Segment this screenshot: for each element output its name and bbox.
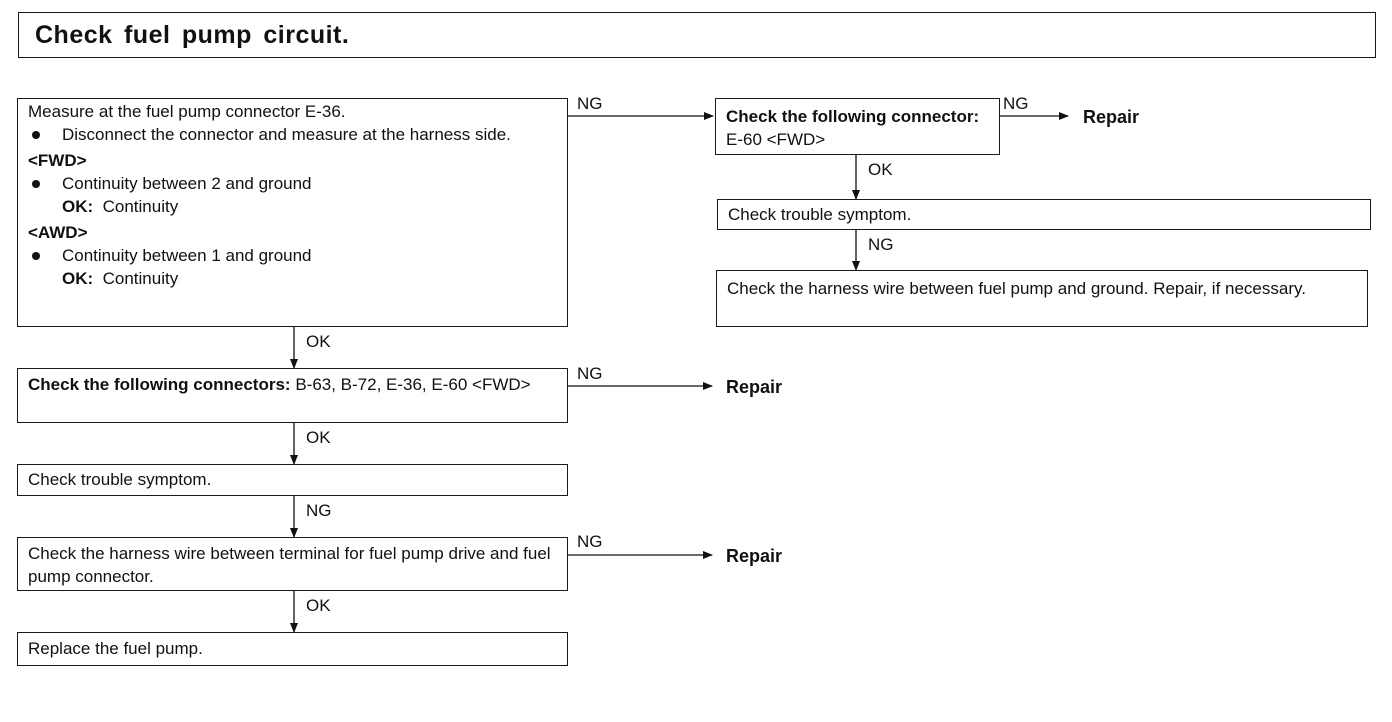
connector-box-right: Check the following connector: E-60 <FWD… xyxy=(715,98,1000,155)
page-title: Check fuel pump circuit. xyxy=(18,12,1376,58)
connectors-box: Check the following connectors: B-63, B-… xyxy=(17,368,568,423)
harness-box-left: Check the harness wire between terminal … xyxy=(17,537,568,591)
fwd-bullet: Continuity between 2 and ground xyxy=(28,172,557,195)
fwd-header: <FWD> xyxy=(28,151,87,170)
ok-label-measure: OK xyxy=(306,332,331,351)
symptom-text-right: Check trouble symptom. xyxy=(728,205,912,224)
ng-label-harness-left: NG xyxy=(577,532,603,551)
symptom-box-left: Check trouble symptom. xyxy=(17,464,568,496)
harness-text-left: Check the harness wire between terminal … xyxy=(28,544,551,586)
ok-label-connectors: OK xyxy=(306,428,331,447)
ng-label-symptom-left: NG xyxy=(306,501,332,520)
ng-label-connectors: NG xyxy=(577,364,603,383)
symptom-text-left: Check trouble symptom. xyxy=(28,470,212,489)
connectors-heading: Check the following connectors: xyxy=(28,375,291,394)
awd-ok: OK: Continuity xyxy=(62,269,179,288)
fwd-ok: OK: Continuity xyxy=(62,197,179,216)
connector-list-right: E-60 <FWD> xyxy=(726,130,826,149)
ok-label-harness-left: OK xyxy=(306,596,331,615)
awd-header: <AWD> xyxy=(28,223,88,242)
repair-label-connectors: Repair xyxy=(726,377,783,397)
ng-label-symptom-right: NG xyxy=(868,235,894,254)
measure-line: Measure at the fuel pump connector E-36. xyxy=(28,102,346,121)
ok-label-connector-right: OK xyxy=(868,160,893,179)
ng-label-connector-right: NG xyxy=(1003,94,1029,113)
measure-box: Measure at the fuel pump connector E-36.… xyxy=(17,98,568,327)
repair-label-right: Repair xyxy=(1083,107,1140,127)
measure-bullet-disconnect: Disconnect the connector and measure at … xyxy=(28,123,557,146)
connector-heading-right: Check the following connector: xyxy=(726,107,980,126)
awd-bullet: Continuity between 1 and ground xyxy=(28,244,557,267)
symptom-box-right: Check trouble symptom. xyxy=(717,199,1371,230)
replace-box: Replace the fuel pump. xyxy=(17,632,568,666)
replace-text: Replace the fuel pump. xyxy=(28,639,203,658)
harness-box-right: Check the harness wire between fuel pump… xyxy=(716,270,1368,327)
ng-label-measure: NG xyxy=(577,94,603,113)
connectors-list: B-63, B-72, E-36, E-60 <FWD> xyxy=(290,375,531,394)
harness-text-right: Check the harness wire between fuel pump… xyxy=(727,279,1306,298)
repair-label-harness: Repair xyxy=(726,546,783,566)
